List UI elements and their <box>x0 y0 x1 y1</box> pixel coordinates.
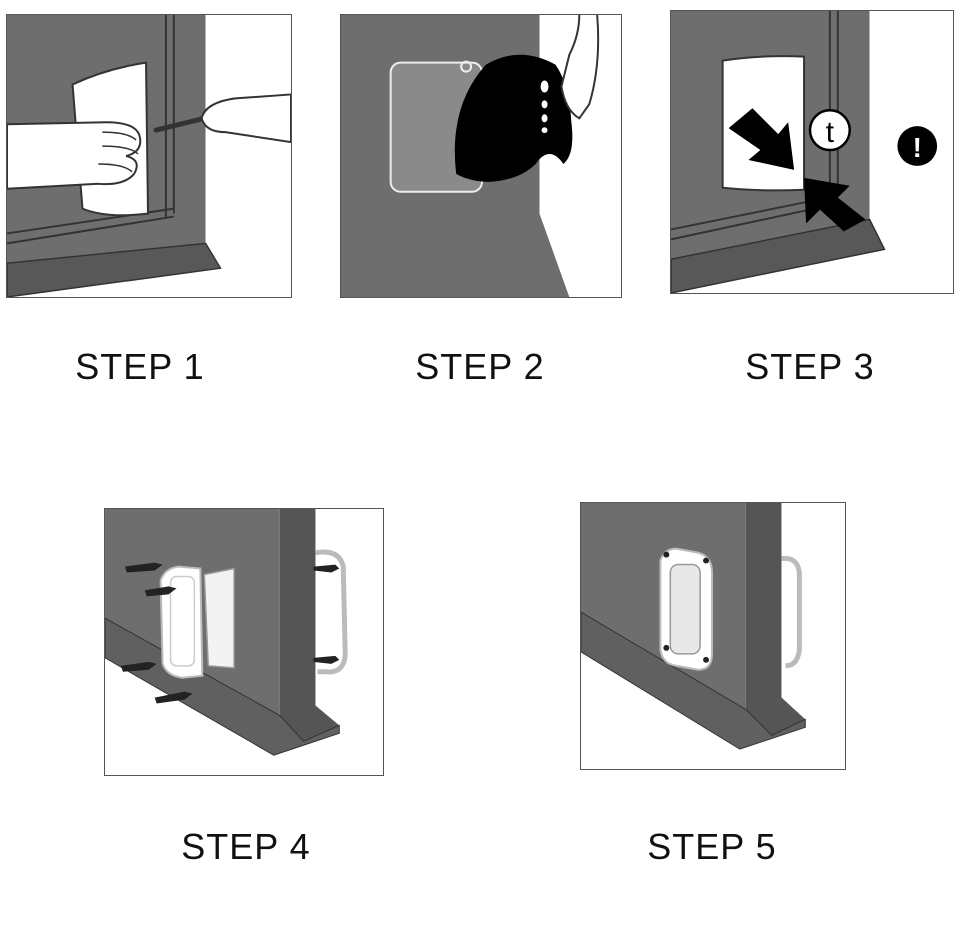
badge-t-label: t <box>826 116 835 149</box>
step-3-illustration: t ! <box>670 10 954 294</box>
door-sill <box>7 242 222 297</box>
floor-strip <box>581 611 806 750</box>
installed-flap <box>669 563 701 655</box>
screw-3 <box>120 661 157 672</box>
inner-frame <box>159 565 204 679</box>
step-5-illustration <box>580 502 846 770</box>
screw-1 <box>124 562 163 573</box>
door-sill <box>671 218 886 293</box>
step-4-illustration <box>104 508 384 776</box>
step-5-label: STEP 5 <box>647 826 777 867</box>
hand-with-pencil <box>200 93 291 144</box>
step-4-label: STEP 4 <box>181 826 311 867</box>
warning-icon-label: ! <box>913 132 922 163</box>
door-edge <box>279 509 340 742</box>
outer-frame <box>315 549 348 675</box>
flap <box>203 567 235 669</box>
step-2-illustration <box>340 14 622 298</box>
screw-6 <box>313 655 340 664</box>
screw-2 <box>144 586 177 597</box>
step-2-label: STEP 2 <box>415 346 545 387</box>
outer-frame <box>781 555 802 669</box>
arrow-inward <box>728 108 795 170</box>
step-1-label: STEP 1 <box>75 346 205 387</box>
step-1-illustration <box>6 14 292 298</box>
screw-5 <box>313 564 340 573</box>
arrow-outward <box>804 177 866 232</box>
step-3-label: STEP 3 <box>745 346 875 387</box>
warning-icon <box>897 126 938 166</box>
badge-t <box>808 109 851 152</box>
door-edge <box>745 503 806 736</box>
hand-on-tool <box>560 15 600 120</box>
screw-4 <box>154 691 193 704</box>
hand-holding-template <box>7 121 142 190</box>
